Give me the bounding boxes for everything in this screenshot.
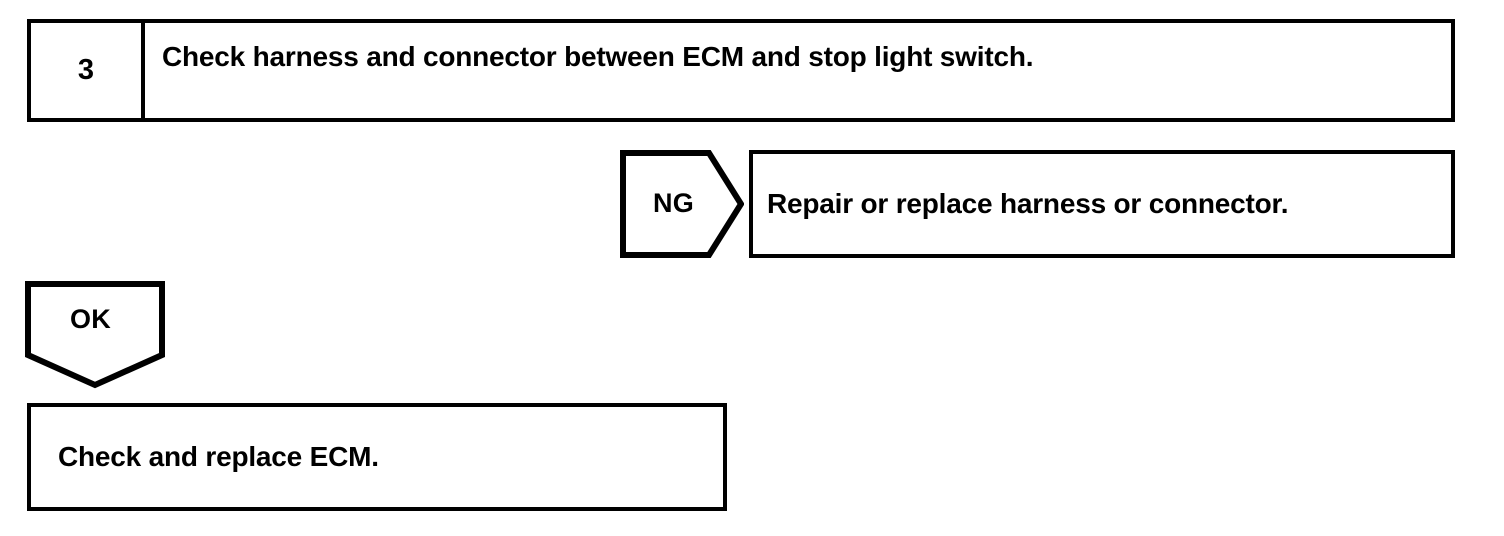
result-marker-ng: NG <box>620 150 744 258</box>
ng-action-box: Repair or replace harness or connector. <box>749 150 1455 258</box>
step-3-box: 3 Check harness and connector between EC… <box>27 19 1455 122</box>
ok-action-text: Check and replace ECM. <box>58 441 379 473</box>
right-pointing-pentagon-icon <box>620 150 744 258</box>
step-number-cell: 3 <box>31 23 145 118</box>
step-instruction-text: Check harness and connector between ECM … <box>162 41 1034 72</box>
step-number: 3 <box>77 54 95 86</box>
result-marker-ok-label: OK <box>70 304 112 334</box>
result-marker-ng-label: NG <box>653 188 695 218</box>
down-pointing-pentagon-icon <box>25 281 165 389</box>
ok-action-box: Check and replace ECM. <box>27 403 727 511</box>
ng-action-text: Repair or replace harness or connector. <box>767 188 1289 220</box>
step-instruction-cell: Check harness and connector between ECM … <box>145 23 1451 118</box>
result-marker-ok: OK <box>25 281 165 389</box>
